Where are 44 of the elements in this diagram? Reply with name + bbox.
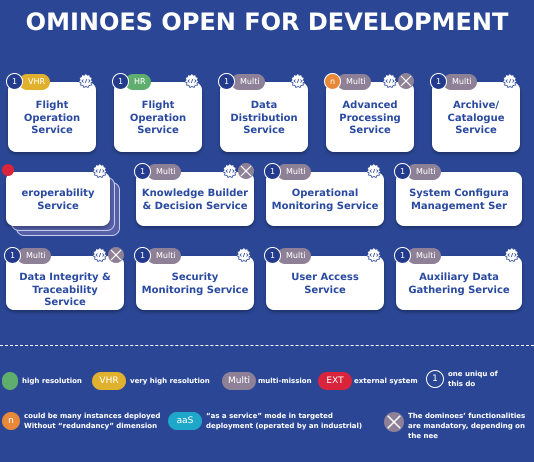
instance-badge: 1 [134,163,151,180]
service-title: Knowledge Builder & Decision Service [140,188,250,213]
mission-tag: Multi [443,74,477,90]
service-title: Advanced Processing Service [338,100,402,138]
service-title: Flight Operation Service [22,100,82,138]
service-title: System Configura Management Ser [408,188,510,213]
instance-badge: 1 [134,247,151,264]
service-title: Operational Monitoring Service [270,188,380,213]
service-title: Data Integrity & Traceability Service [18,272,112,310]
page-title: OMINOES OPEN FOR DEVELOPMENT [24,8,510,36]
instance-badge: n [324,73,341,90]
legend-swatch: n [2,412,20,430]
mission-tag: VHR [19,74,50,90]
instance-badge: 1 [264,163,281,180]
mission-tag: Multi [337,74,371,90]
instance-badge: 1 [218,73,235,90]
service-title: Flight Operation Service [128,100,188,138]
service-title: User Access Service [290,272,360,297]
legend-swatch: VHR [92,372,126,390]
mission-tag: Multi [407,248,441,264]
instance-badge: 1 [394,163,411,180]
instance-badge: 1 [112,73,129,90]
service-title: eroperability Service [20,188,96,213]
mission-tag: Multi [277,248,311,264]
instance-badge: 1 [394,247,411,264]
instance-badge: 1 [4,247,21,264]
service-title: Archive/ Catalogue Service [446,100,506,138]
service-title: Auxiliary Data Gathering Service [407,272,511,297]
legend-swatch: EXT [318,372,352,390]
instance-count-marker: 1 [426,370,444,388]
legend-swatch: Multi [222,372,256,390]
legend-swatch: aaS [168,412,202,430]
mission-tag: Multi [407,164,441,180]
instance-badge: 1 [6,73,23,90]
mission-tag: Multi [17,248,51,264]
service-title: Data Distribution Service [229,100,299,138]
mission-tag: Multi [147,164,181,180]
mission-tag: HR [125,74,151,90]
instance-badge: 1 [264,247,281,264]
service-title: Security Monitoring Service [140,272,250,297]
mission-tag: Multi [277,164,311,180]
mission-tag: Multi [231,74,265,90]
mission-tag: Multi [147,248,181,264]
instance-badge: 1 [430,73,447,90]
